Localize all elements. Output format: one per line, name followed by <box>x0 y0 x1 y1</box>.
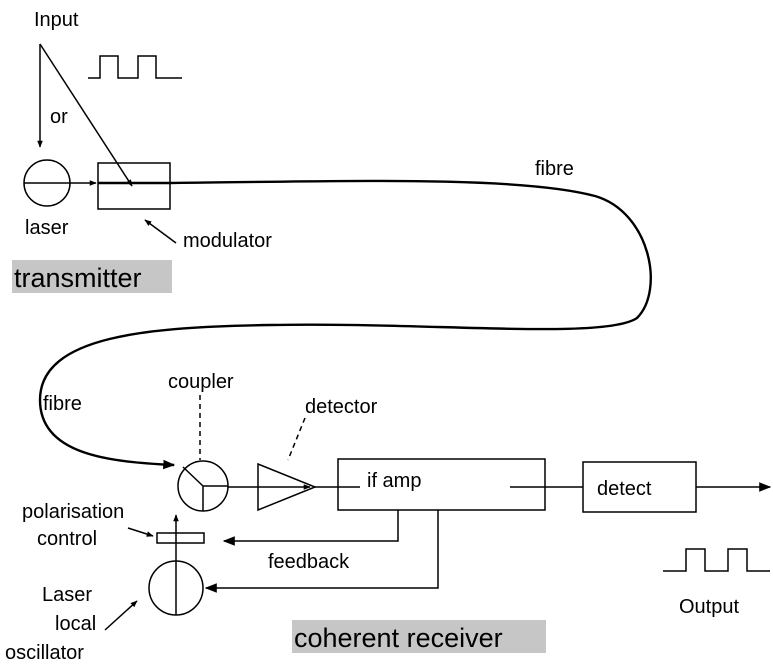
coupler-label: coupler <box>168 371 234 393</box>
modulator-box <box>97 162 171 210</box>
output-pulse-waveform <box>663 548 770 572</box>
polarisation-feedback-line <box>222 510 399 546</box>
modulator-label: modulator <box>183 230 272 252</box>
laser-lo-label-2: local <box>55 613 96 635</box>
if-amp-label: if amp <box>367 470 421 492</box>
fibre-label-top: fibre <box>535 158 574 180</box>
local-oscillator-pointer <box>104 600 138 631</box>
modulator-pointer <box>144 219 177 244</box>
detect-label: detect <box>597 478 652 500</box>
coherent-receiver-label: coherent receiver <box>294 623 503 653</box>
coherent-receiver-highlight <box>292 620 546 653</box>
transmitter-label: transmitter <box>14 263 142 293</box>
laser-feedback-line <box>204 510 439 593</box>
polarisation-control-box <box>156 532 205 544</box>
coupler-junction <box>182 466 228 511</box>
or-label: or <box>50 106 68 128</box>
if-amp-box <box>337 458 546 511</box>
control-label: control <box>37 528 97 550</box>
output-label: Output <box>679 596 739 618</box>
detector-pointer <box>287 417 306 461</box>
input-pulse-waveform <box>88 55 182 79</box>
detector-label: detector <box>305 396 378 418</box>
transmitter-highlight <box>12 260 172 293</box>
feedback-label: feedback <box>268 551 350 573</box>
polarisation-pointer <box>127 527 154 537</box>
optical-fibre-path <box>38 179 652 470</box>
laser-lo-label-3: oscillator <box>5 642 84 664</box>
input-label: Input <box>34 9 79 31</box>
polarisation-label: polarisation <box>22 501 124 523</box>
laser-lo-label-1: Laser <box>42 584 92 606</box>
fibre-label-left: fibre <box>43 393 82 415</box>
laser-label: laser <box>25 217 69 239</box>
